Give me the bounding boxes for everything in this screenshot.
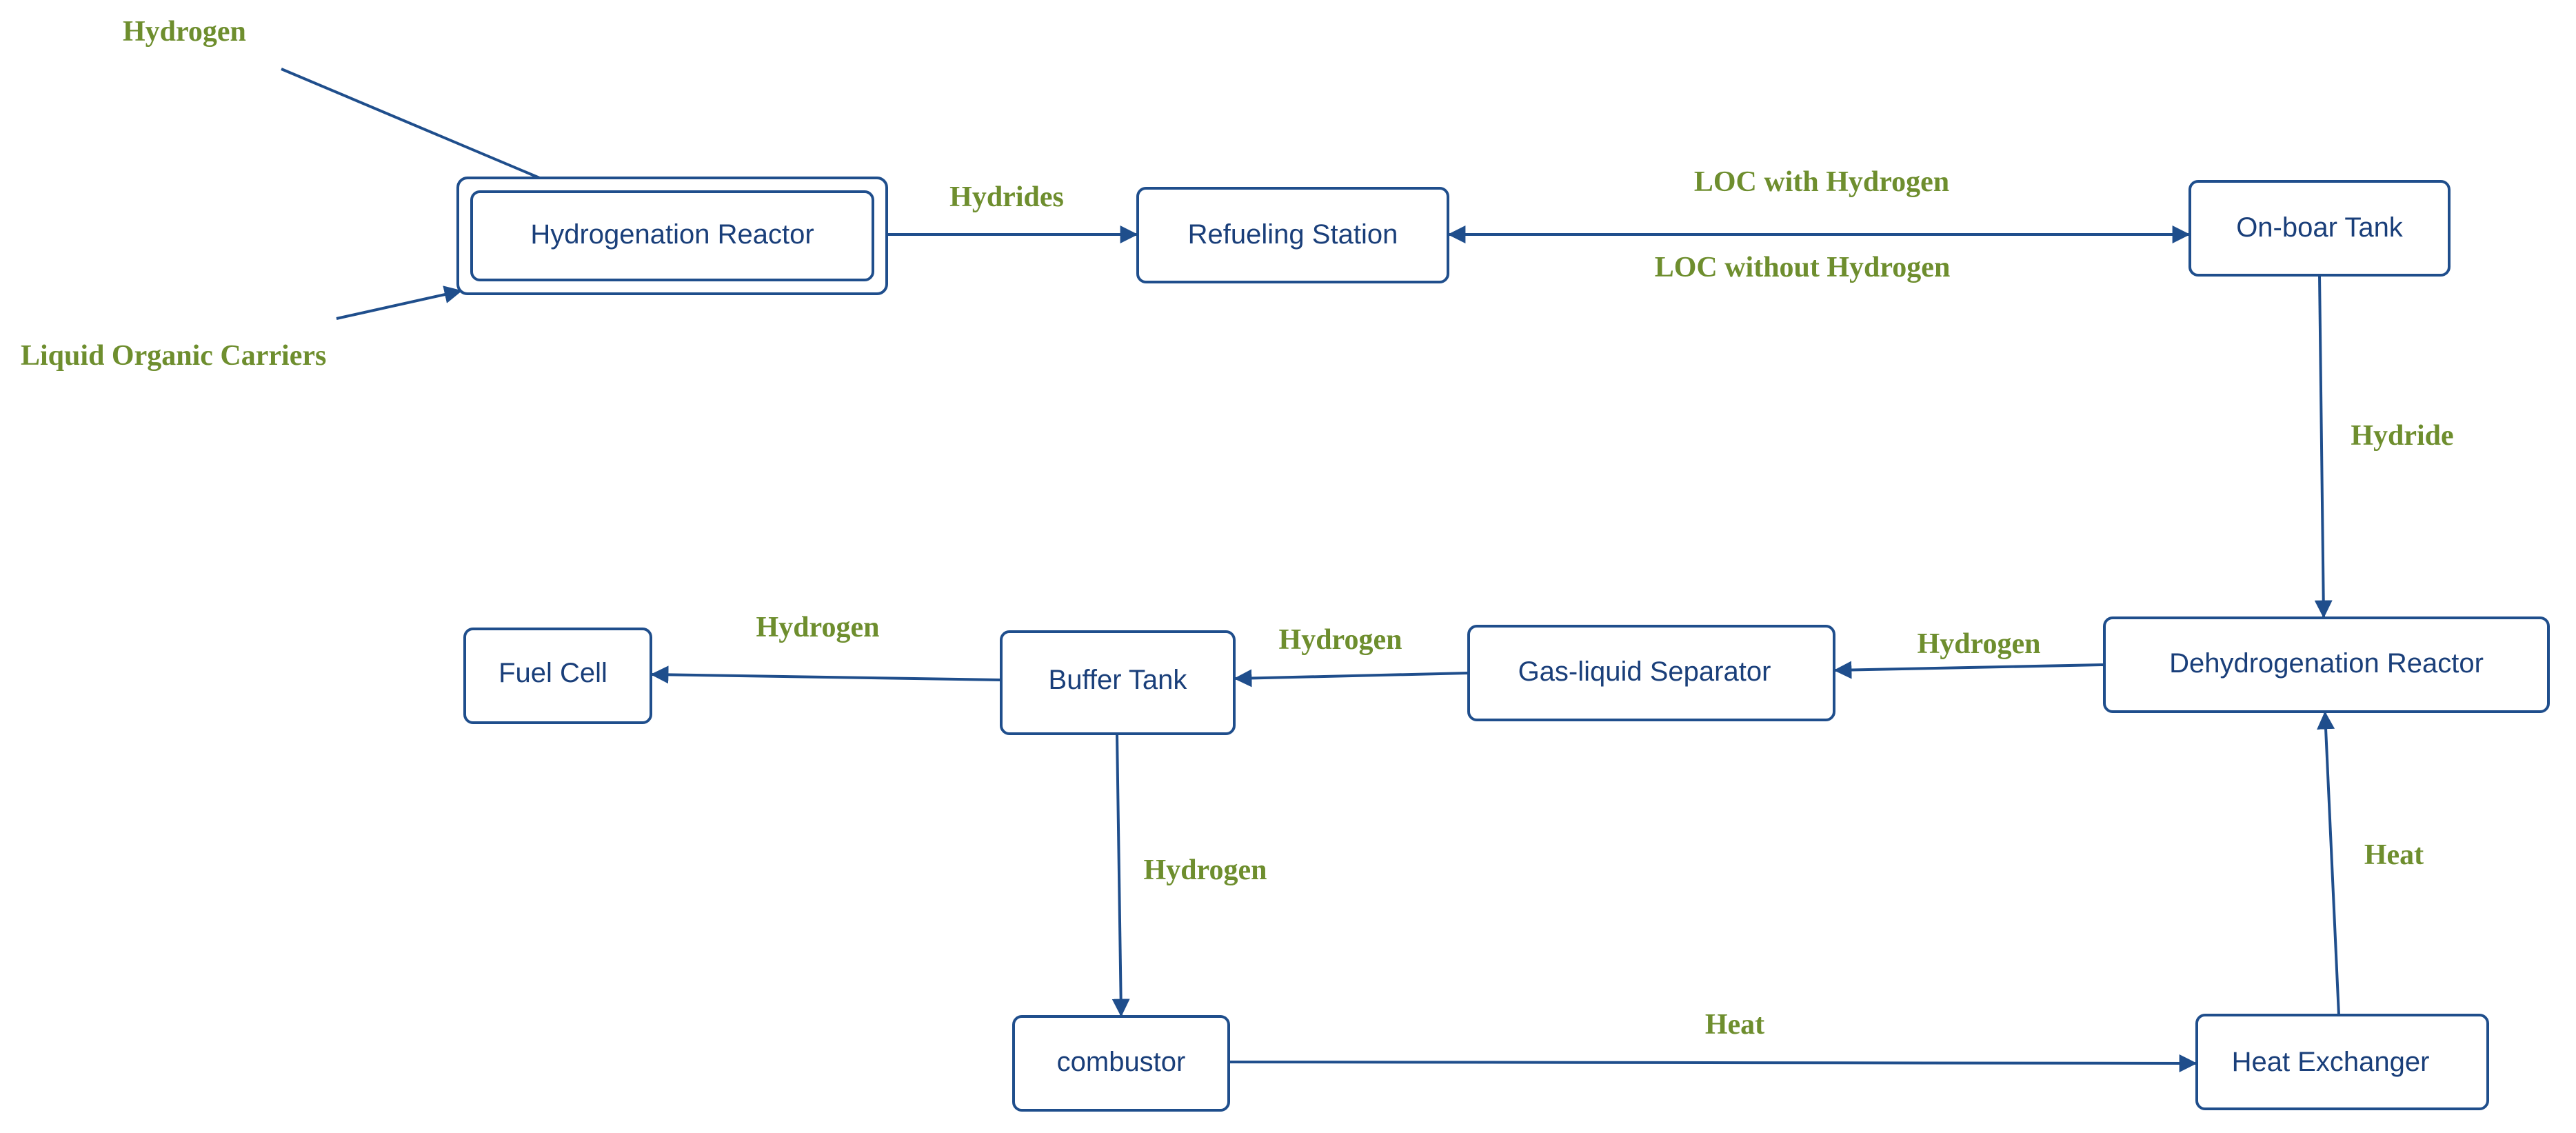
edge-label-loc-with-hydrogen: LOC with Hydrogen xyxy=(1694,166,1949,198)
node-label-buffer-tank: Buffer Tank xyxy=(1049,665,1188,695)
edge-hydride xyxy=(2314,274,2333,619)
edge-label-heat-combustor-to-exchanger: Heat xyxy=(1705,1009,1764,1041)
edge-label-hydrogen-dehydro-to-separator: Hydrogen xyxy=(1918,628,2041,660)
node-onboard-tank: On-boar Tank xyxy=(2188,180,2451,277)
edge-hydrogen-buffer-to-combustor xyxy=(1111,733,1130,1017)
node-heat-exchanger: Heat Exchanger xyxy=(2195,1014,2489,1110)
node-fuel-cell: Fuel Cell xyxy=(463,628,652,724)
edge-hydrogen-dehydro-to-separator xyxy=(1833,661,2105,679)
node-refueling-station: Refueling Station xyxy=(1136,187,1449,283)
input-label-hydrogen: Hydrogen xyxy=(123,16,246,48)
node-buffer-tank: Buffer Tank xyxy=(1000,630,1236,735)
edge-heat-exchanger-to-dehydro xyxy=(2317,711,2340,1016)
edge-label-hydrogen-buffer-to-fuelcell: Hydrogen xyxy=(756,612,880,643)
edge-hydrogen-buffer-to-fuelcell xyxy=(650,665,1002,684)
node-gas-liquid-separator: Gas-liquid Separator xyxy=(1467,625,1835,721)
node-dehydrogenation-reactor: Dehydrogenation Reactor xyxy=(2103,616,2550,713)
edge-label-hydride: Hydride xyxy=(2351,420,2453,452)
node-hydrogenation-reactor: Hydrogenation Reactor xyxy=(456,177,888,295)
input-label-liquid-organic-carriers: Liquid Organic Carriers xyxy=(21,340,326,372)
edge-heat-combustor-to-exchanger xyxy=(1228,1054,2197,1072)
edge-label-hydrogen-separator-to-buffer: Hydrogen xyxy=(1279,624,1402,656)
node-label-refueling-station: Refueling Station xyxy=(1188,219,1398,250)
edge-label-hydrides: Hydrides xyxy=(949,181,1064,213)
node-combustor: combustor xyxy=(1012,1015,1230,1112)
node-label-dehydrogenation-reactor: Dehydrogenation Reactor xyxy=(2169,648,2484,679)
node-label-onboard-tank: On-boar Tank xyxy=(2236,212,2404,243)
node-label-hydrogenation-reactor: Hydrogenation Reactor xyxy=(530,219,814,250)
edge-label-hydrogen-buffer-to-combustor: Hydrogen xyxy=(1144,854,1267,886)
input-arrow-hydrogen xyxy=(281,68,574,194)
node-label-fuel-cell: Fuel Cell xyxy=(499,658,607,688)
input-arrow-liquid-organic-carriers xyxy=(336,285,463,320)
edge-hydrogen-separator-to-buffer xyxy=(1234,669,1469,688)
node-label-gas-liquid-separator: Gas-liquid Separator xyxy=(1518,656,1771,687)
node-label-heat-exchanger: Heat Exchanger xyxy=(2232,1047,2430,1077)
edge-label-loc-without-hydrogen: LOC without Hydrogen xyxy=(1655,252,1951,283)
node-label-combustor: combustor xyxy=(1057,1047,1186,1077)
edge-label-heat-exchanger-to-dehydro: Heat xyxy=(2364,839,2424,871)
